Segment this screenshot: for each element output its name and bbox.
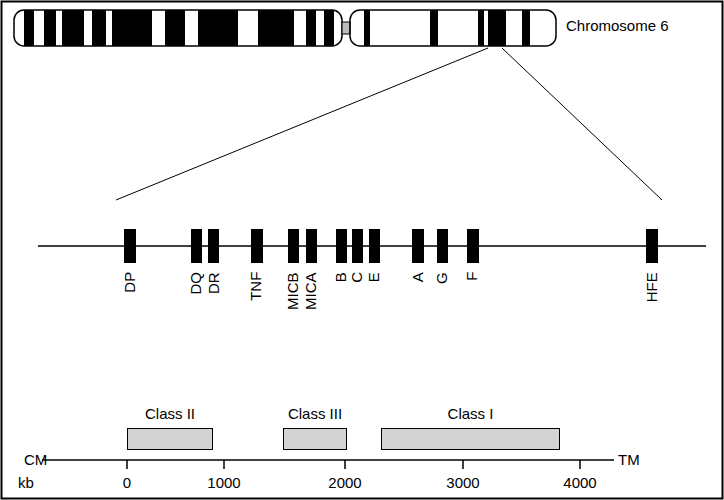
axis-label: kb xyxy=(18,475,34,492)
class-region: Class I xyxy=(381,406,560,451)
zoom-line xyxy=(116,48,488,200)
axis-label: 1000 xyxy=(207,475,240,492)
chromosome-label: Chromosome 6 xyxy=(566,18,669,35)
axis-label: 0 xyxy=(123,475,131,492)
class-label: Class III xyxy=(283,406,347,423)
gene-label: MICA xyxy=(303,272,320,310)
class-label: Class I xyxy=(381,406,560,423)
gene-label: C xyxy=(349,272,366,283)
gene-label: E xyxy=(366,272,383,282)
class-region: Class III xyxy=(283,406,347,451)
gene-label: A xyxy=(410,272,427,282)
gene-label: G xyxy=(434,272,451,284)
axis-label: 3000 xyxy=(446,475,479,492)
gene-label: B xyxy=(333,272,350,282)
gene-label: DR xyxy=(206,272,223,294)
gene-label: DQ xyxy=(188,272,205,295)
class-region: Class II xyxy=(127,406,213,451)
gene-label: TNF xyxy=(249,272,266,301)
axis-label: 2000 xyxy=(328,475,361,492)
class-label: Class II xyxy=(127,406,213,423)
gene-label: DP xyxy=(122,272,139,293)
class-region-bar xyxy=(283,428,347,450)
chromosome-ideogram xyxy=(14,10,556,46)
axis-label: TM xyxy=(618,452,640,469)
class-region-bar xyxy=(381,428,560,450)
axis-label: CM xyxy=(24,452,47,469)
gene-markers xyxy=(124,229,658,263)
class-region-bar xyxy=(127,428,213,450)
gene-label: MICB xyxy=(285,272,302,310)
axis-label: 4000 xyxy=(563,475,596,492)
scale-axis xyxy=(42,460,614,469)
gene-label: F xyxy=(465,272,482,281)
gene-label: HFE xyxy=(644,272,661,302)
zoom-line xyxy=(502,48,662,200)
